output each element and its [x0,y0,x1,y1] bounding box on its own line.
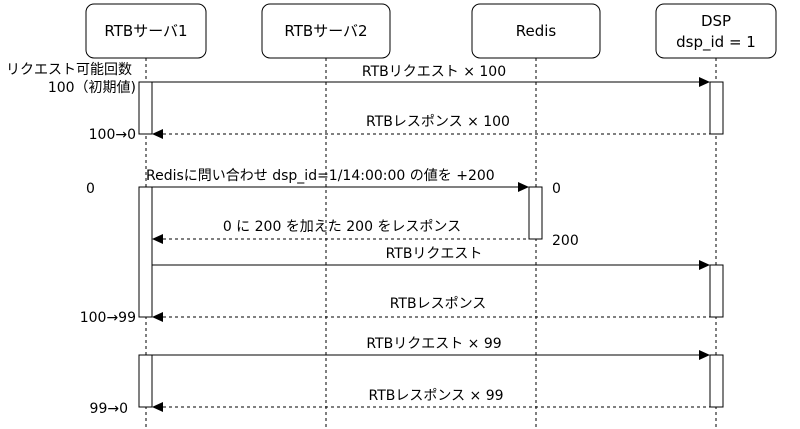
rtb-counter-100-to-99: 100→99 [80,310,136,326]
participant-dsp: DSP dsp_id = 1 [655,3,777,59]
activation-rtb1-3 [138,354,153,408]
participant-rtb2: RTBサーバ2 [261,3,391,59]
message-label: RTBリクエスト × 100 [362,64,506,80]
redis-value-after: 200 [552,233,579,249]
message-rtb-response-1: RTBレスポンス [152,296,710,322]
message-label: RTBリクエスト × 99 [366,336,501,352]
request-limit-title: リクエスト可能回数 [6,62,132,78]
activation-redis [528,186,543,240]
message-rtb-response-99: RTBレスポンス × 99 [152,388,710,412]
message-label: 0 に 200 を加えた 200 をレスポンス [223,219,461,235]
participant-rtb1-label: RTBサーバ1 [104,22,187,40]
activation-dsp-1 [709,81,724,135]
activation-dsp-2 [709,264,724,318]
arrowhead-right [518,182,529,192]
message-rtb-response-100: RTBレスポンス × 100 [152,114,710,139]
arrowhead-left [152,312,163,322]
activation-dsp-3 [709,354,724,408]
arrowhead-left [152,402,163,412]
message-rtb-request-1: RTBリクエスト [152,246,710,270]
message-label: RTBレスポンス × 99 [368,388,503,404]
message-label: Redisに問い合わせ dsp_id=1/14:00:00 の値を +200 [146,168,495,184]
message-redis-response: 0 に 200 を加えた 200 をレスポンス [152,219,529,244]
participant-dsp-id: dsp_id = 1 [676,33,756,52]
rtb-counter-zero: 0 [86,181,95,197]
message-rtb-request-99: RTBリクエスト × 99 [152,336,710,360]
message-rtb-request-100: RTBリクエスト × 100 [152,64,710,87]
request-limit-initial: 100（初期値) [48,79,136,96]
participant-rtb1: RTBサーバ1 [85,3,207,59]
rtb-counter-99-to-0: 99→0 [90,401,128,417]
redis-value-before: 0 [552,181,561,197]
arrowhead-right [699,350,710,360]
rtb-counter-100-to-0: 100→0 [89,127,136,143]
participant-rtb2-label: RTBサーバ2 [284,22,367,40]
message-label: RTBリクエスト [386,246,483,262]
arrowhead-right [699,77,710,87]
activation-rtb1-2 [138,186,153,318]
arrowhead-left [152,234,163,244]
message-label: RTBレスポンス × 100 [366,114,510,130]
message-redis-query: Redisに問い合わせ dsp_id=1/14:00:00 の値を +200 [146,168,529,192]
arrowhead-left [152,129,163,139]
participant-redis-label: Redis [516,22,557,40]
participant-dsp-name: DSP [701,12,731,30]
activation-rtb1-1 [138,81,153,135]
arrowhead-right [699,260,710,270]
message-label: RTBレスポンス [390,296,487,312]
participant-redis: Redis [471,3,601,59]
